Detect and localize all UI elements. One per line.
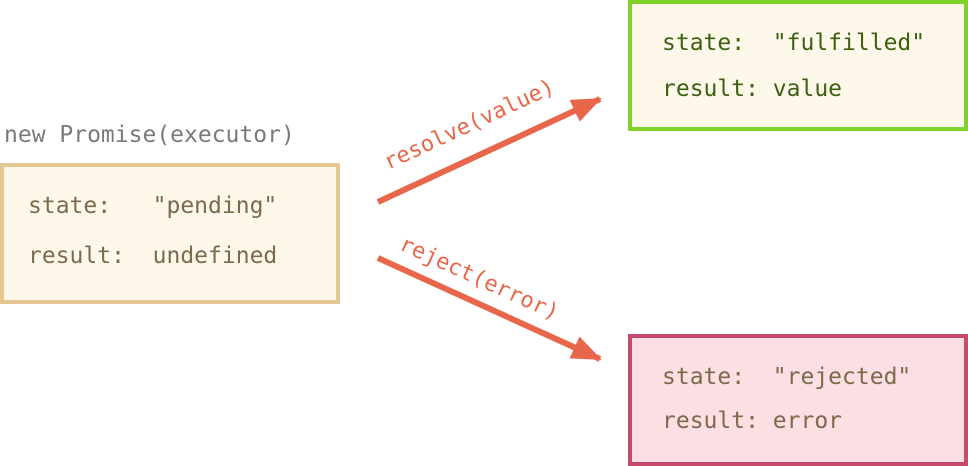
fulfilled-state-row: state: "fulfilled"	[662, 30, 925, 56]
fulfilled-result-row: result: value	[662, 76, 842, 102]
pending-result-row: result: undefined	[28, 243, 277, 269]
rejected-state-label: state:	[662, 364, 746, 390]
rejected-result-value: error	[772, 408, 843, 434]
rejected-state-box: state: "rejected" result: error	[628, 334, 968, 466]
rejected-result-row: result: error	[662, 408, 842, 434]
fulfilled-state-label: state:	[662, 30, 746, 56]
reject-arrow	[376, 255, 602, 362]
pending-result-label: result:	[28, 243, 125, 269]
fulfilled-state-box: state: "fulfilled" result: value	[628, 0, 968, 131]
pending-state-label: state:	[28, 193, 112, 219]
rejected-state-value: "rejected"	[772, 364, 912, 390]
pending-state-box: state: "pending" result: undefined	[0, 163, 340, 304]
fulfilled-state-value: "fulfilled"	[772, 30, 926, 56]
rejected-result-label: result:	[662, 408, 759, 434]
fulfilled-result-value: value	[772, 76, 843, 102]
executor-caption: new Promise(executor)	[4, 122, 295, 148]
pending-state-row: state: "pending"	[28, 193, 277, 219]
pending-state-value: "pending"	[152, 193, 278, 219]
fulfilled-result-label: result:	[662, 76, 759, 102]
rejected-state-row: state: "rejected"	[662, 364, 911, 390]
pending-result-value: undefined	[152, 243, 278, 269]
resolve-arrow	[376, 96, 602, 205]
